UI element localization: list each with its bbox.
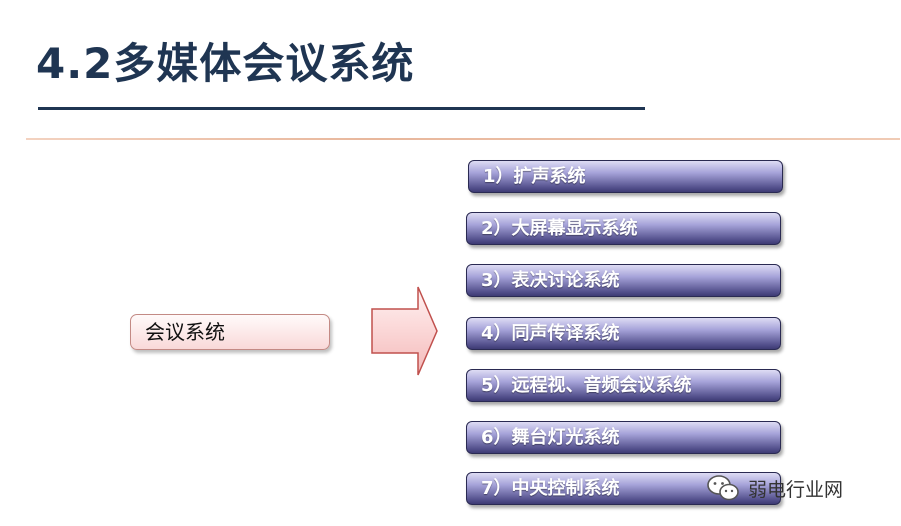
page-title: 4.2多媒体会议系统 [36,39,415,88]
watermark: 弱电行业网 [706,472,843,504]
list-item-interpretation: 4）同声传译系统 [466,317,781,350]
list-item-voting: 3）表决讨论系统 [466,264,781,297]
list-item-video-conference: 5）远程视、音频会议系统 [466,369,781,402]
source-box: 会议系统 [130,314,330,350]
list-item-pa-system: 1）扩声系统 [468,160,783,193]
right-arrow-icon [371,286,438,376]
watermark-text: 弱电行业网 [748,478,844,501]
divider-line [26,138,900,140]
list-item-stage-lighting: 6）舞台灯光系统 [466,421,781,454]
wechat-icon [707,475,739,501]
list-item-large-screen: 2）大屏幕显示系统 [466,212,781,245]
title-underline [38,107,645,110]
